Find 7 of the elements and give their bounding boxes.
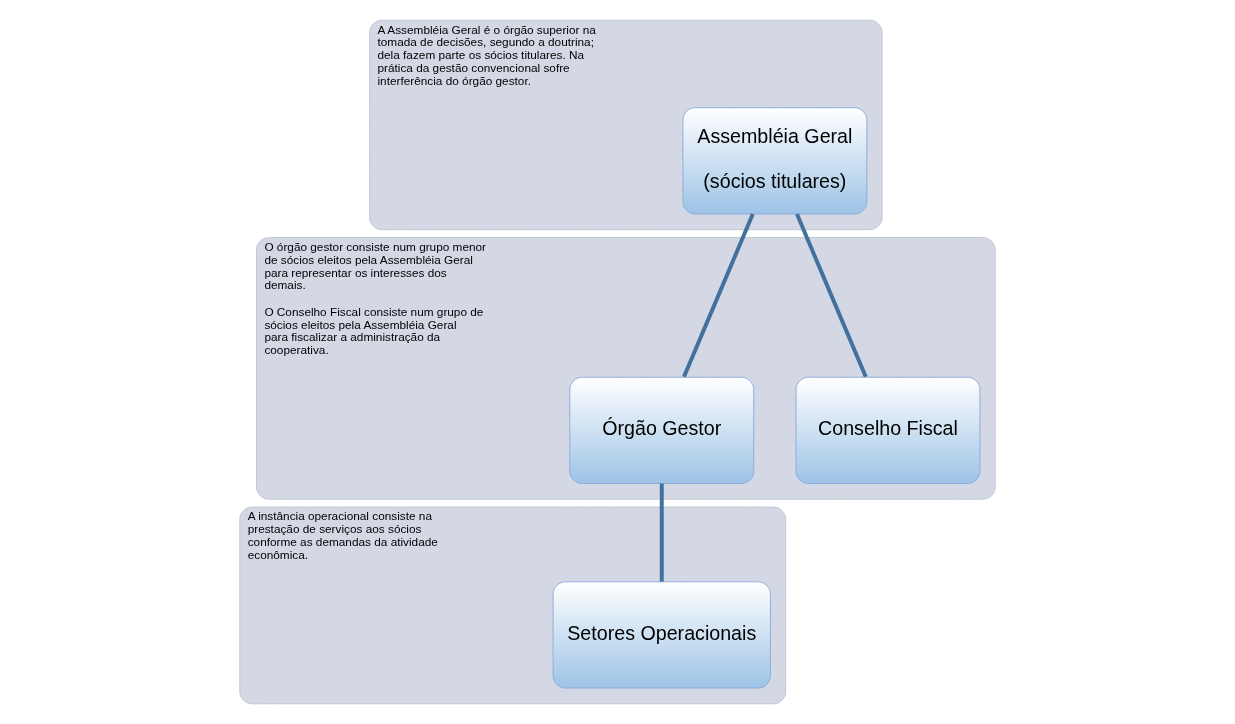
connector — [659, 483, 664, 582]
node-box: Conselho Fiscal — [795, 376, 981, 484]
node-box: Setores Operacionais — [552, 581, 771, 689]
connector — [795, 213, 868, 378]
node-box: Órgão Gestor — [569, 376, 755, 484]
node-box: Assembléia Geral (sócios titulares) — [682, 107, 868, 215]
connector — [682, 213, 755, 378]
